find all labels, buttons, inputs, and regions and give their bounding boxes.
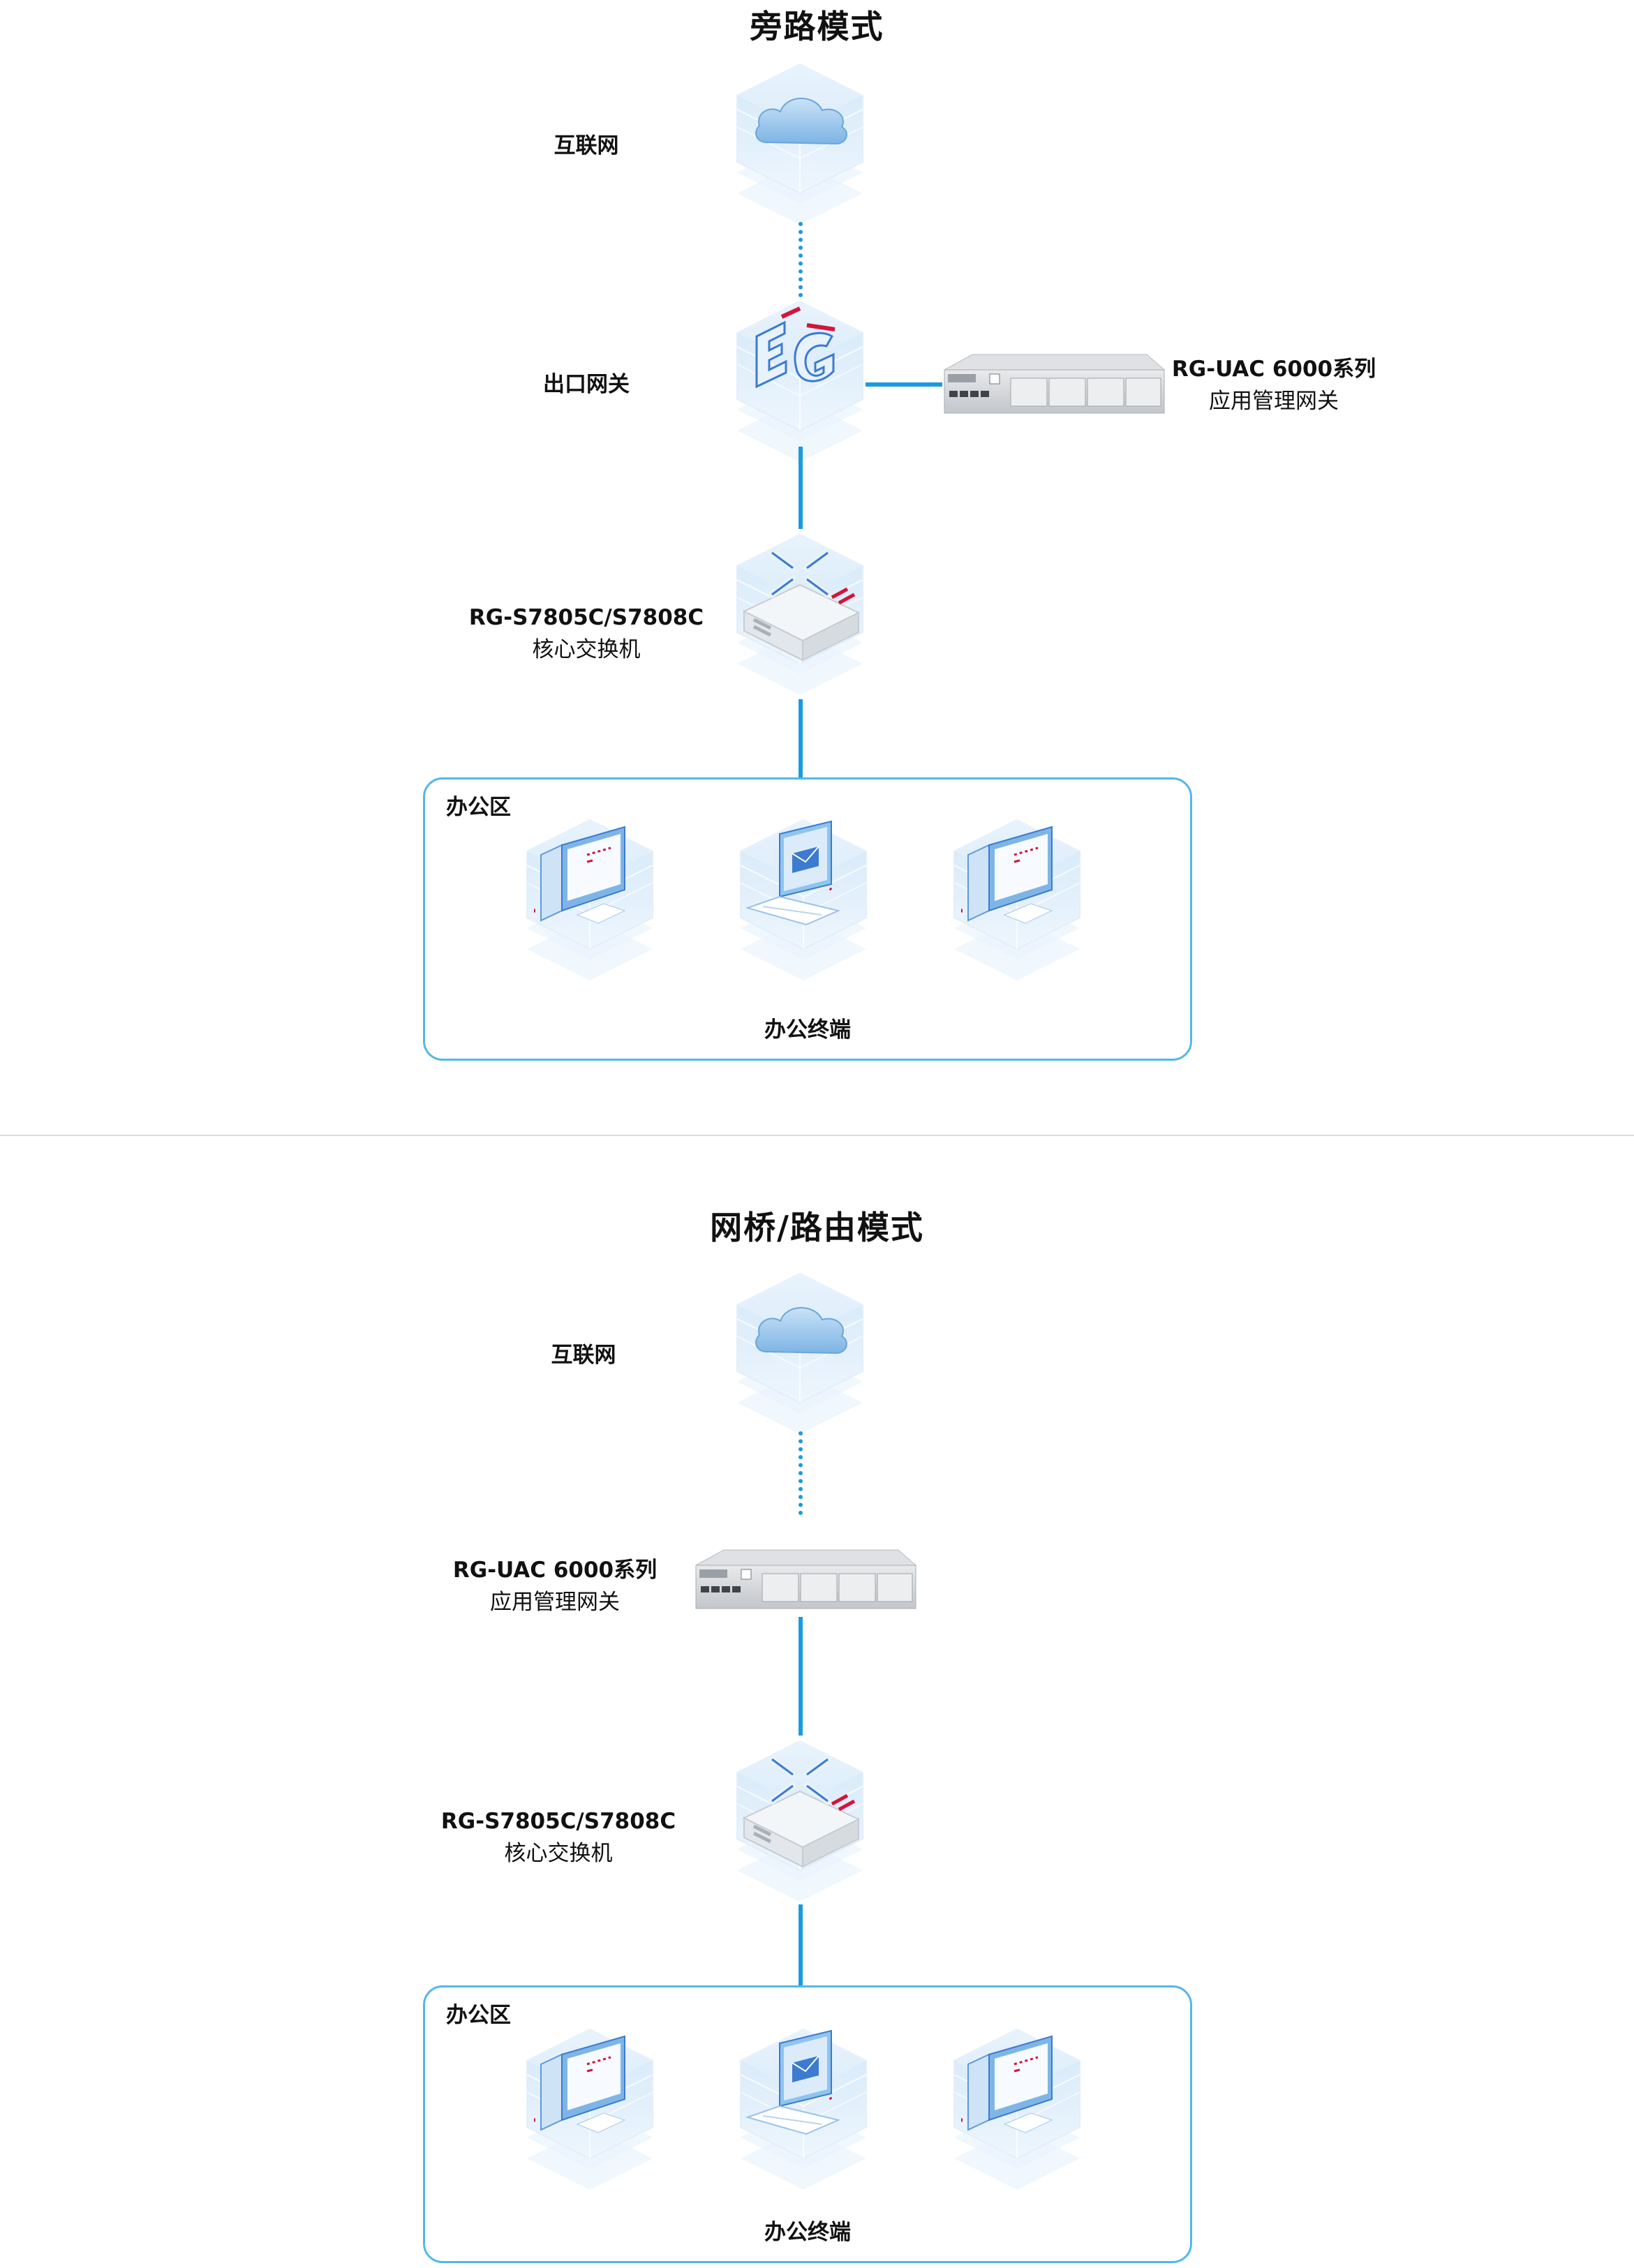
internet-node <box>730 57 870 232</box>
uac-switch-link <box>799 1617 803 1736</box>
uac-appliance-icon <box>695 1549 916 1609</box>
laptop-icon <box>740 2029 867 2191</box>
office-zone-label: 办公区 <box>446 2003 511 2028</box>
office-terminal-desktop-1 <box>520 2022 660 2197</box>
desktop-pc-icon <box>953 2029 1080 2191</box>
office-zone: 办公区 <box>423 777 1192 1061</box>
office-terminal-laptop <box>734 2022 873 2197</box>
core-switch-icon <box>736 534 863 696</box>
bridge-route-mode-section: 网桥/路由模式 互联网 RG-UAC 6000系列 应用管理网关 RG-S780… <box>0 1135 1634 2268</box>
office-zone-label: 办公区 <box>446 795 511 820</box>
desktop-pc-icon <box>526 2029 653 2191</box>
section-title: 网桥/路由模式 <box>710 1209 924 1246</box>
office-zone-footer: 办公终端 <box>764 1017 851 1043</box>
office-terminal-desktop-2 <box>947 2022 1087 2197</box>
office-terminal-desktop-1 <box>520 813 660 987</box>
office-zone-footer: 办公终端 <box>764 2220 851 2245</box>
bypass-mode-section: 旁路模式 互联网 出口网关 RG-UAC 6000系列 应用管理网关 <box>423 8 1376 1061</box>
uac-label: RG-UAC 6000系列 应用管理网关 <box>1171 357 1376 414</box>
desktop-pc-icon <box>953 819 1080 981</box>
cloud-icon <box>736 64 863 225</box>
gateway-uac-link <box>866 382 942 387</box>
switch-office-link <box>799 1904 803 1987</box>
switch-label: RG-S7805C/S7808C 核心交换机 <box>440 1809 676 1866</box>
section-divider <box>0 1135 1634 1136</box>
core-switch-node <box>730 1734 870 1909</box>
switch-label: RG-S7805C/S7808C 核心交换机 <box>468 605 704 662</box>
uac-label: RG-UAC 6000系列 应用管理网关 <box>452 1558 658 1615</box>
uac-device-node <box>685 1544 926 1614</box>
gateway-label: 出口网关 <box>543 372 630 397</box>
uac-appliance-icon <box>944 354 1165 414</box>
core-switch-node <box>730 528 870 702</box>
internet-node <box>730 1267 870 1441</box>
office-terminal-desktop-2 <box>947 813 1087 987</box>
internet-gateway-link <box>799 222 803 297</box>
office-terminal-laptop <box>734 813 873 987</box>
switch-office-link <box>799 699 803 777</box>
desktop-pc-icon <box>526 819 653 981</box>
laptop-icon <box>740 819 867 981</box>
internet-label: 互联网 <box>551 1343 616 1368</box>
gateway-switch-link <box>799 447 803 529</box>
eg-gateway-icon <box>736 301 863 463</box>
internet-uac-link <box>799 1431 803 1515</box>
office-zone: 办公区 <box>423 1985 1192 2263</box>
internet-label: 互联网 <box>554 133 619 158</box>
cloud-icon <box>736 1273 863 1435</box>
gateway-node <box>730 294 870 469</box>
uac-device-node <box>934 349 1175 419</box>
section-title: 旁路模式 <box>750 8 884 45</box>
core-switch-icon <box>736 1740 863 1902</box>
